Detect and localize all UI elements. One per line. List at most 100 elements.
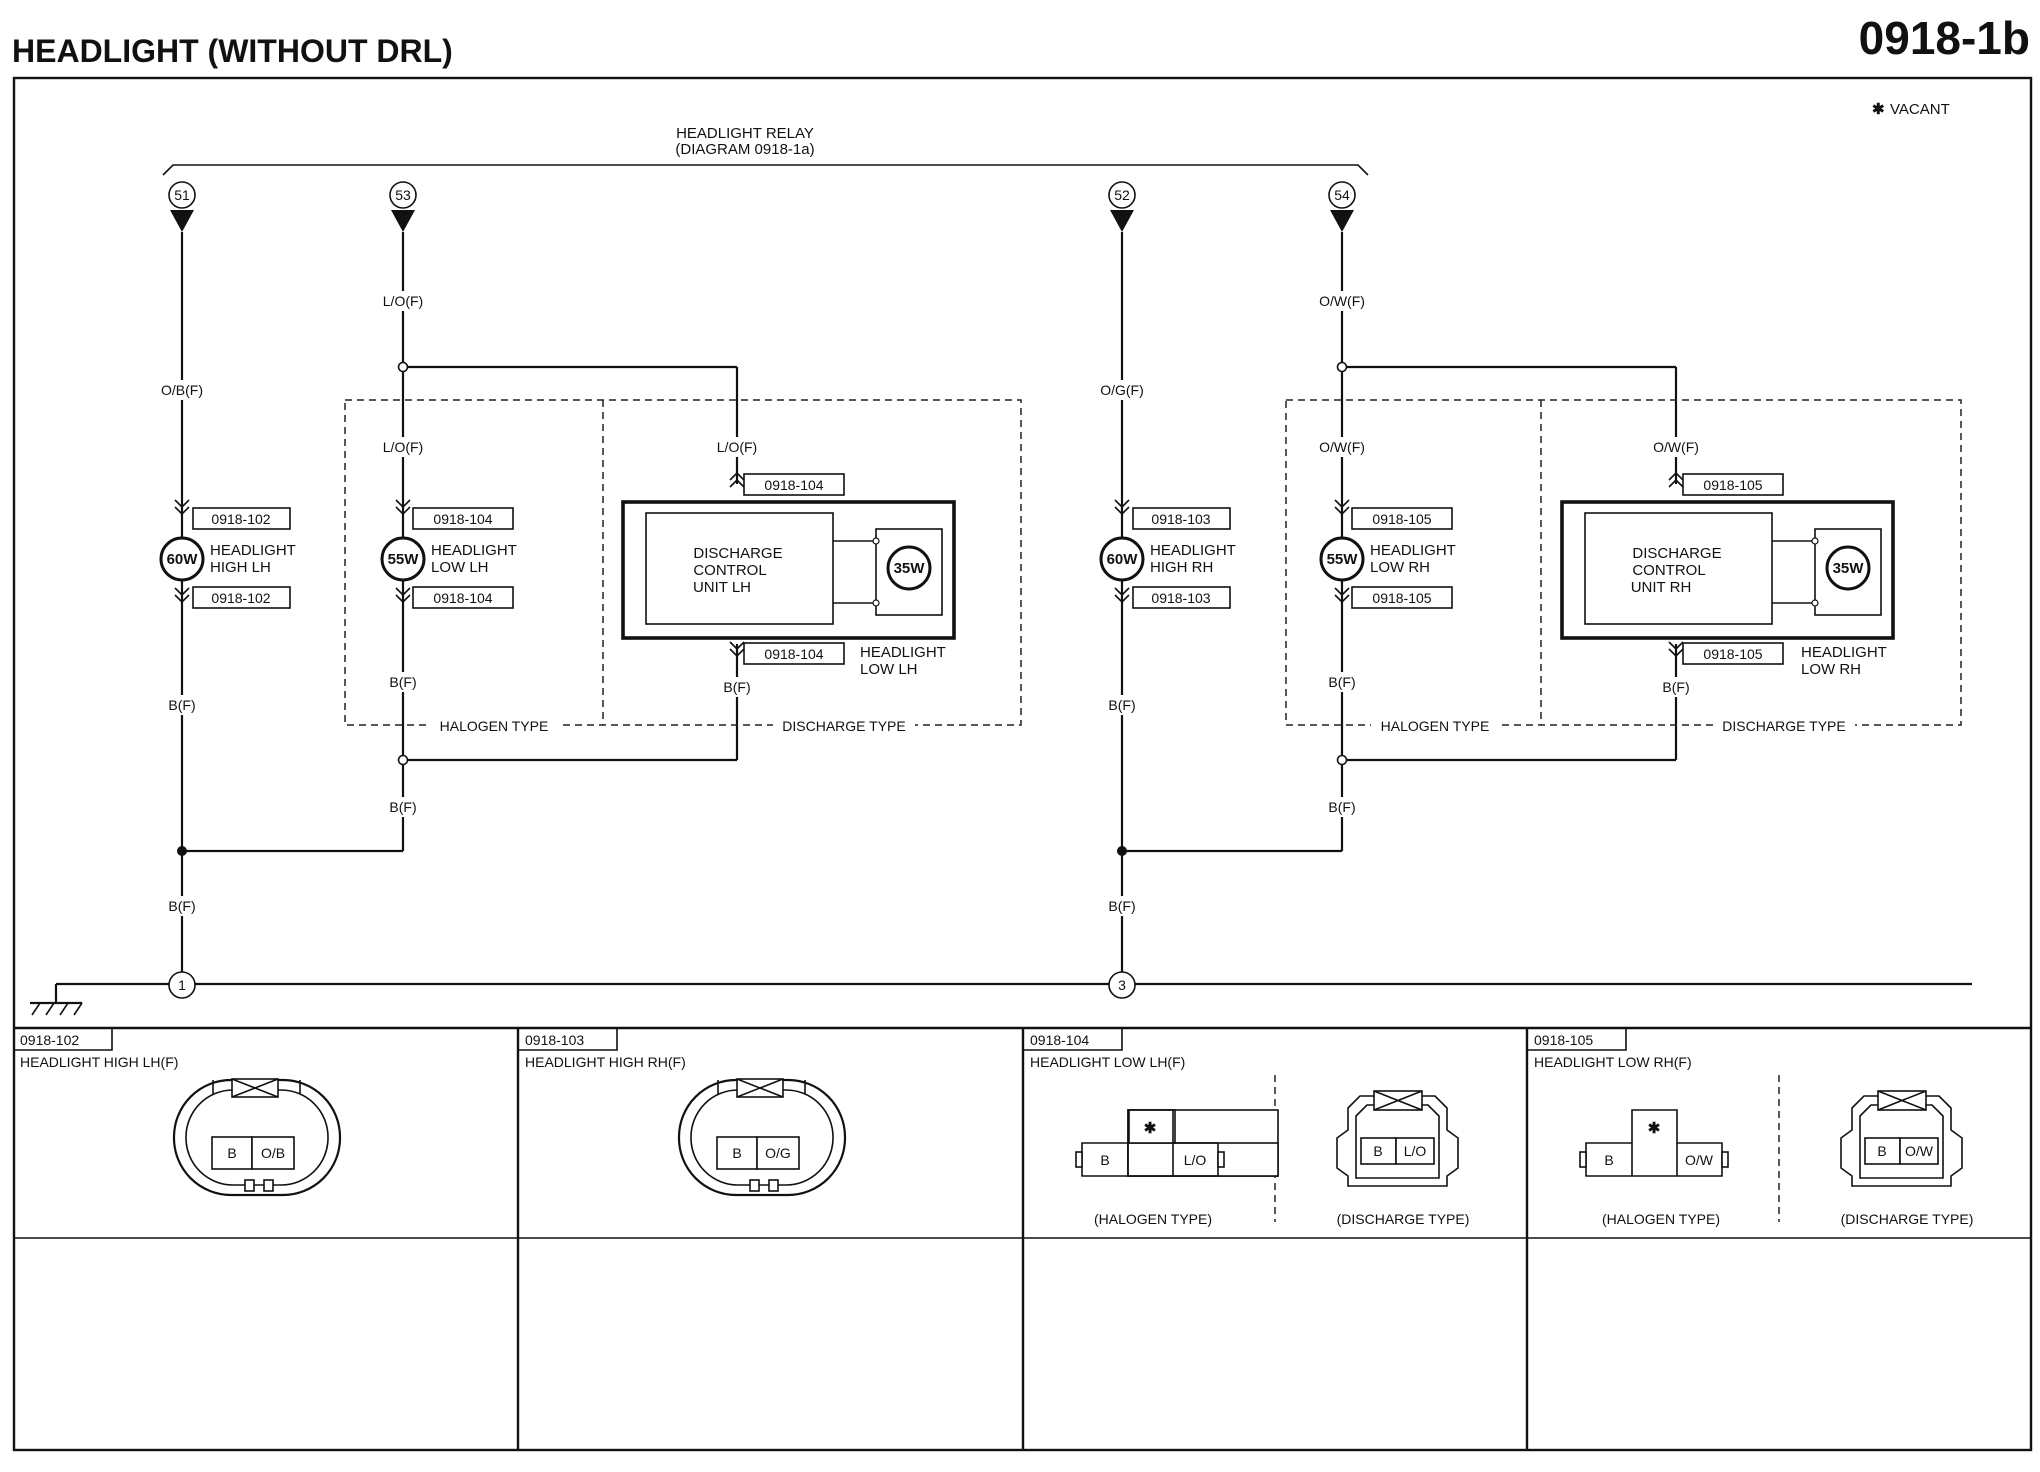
connector-ref: 0918-105 [1703, 477, 1762, 493]
discharge-type-label: DISCHARGE TYPE [1722, 718, 1845, 734]
vacant-legend: VACANT [1890, 101, 1950, 118]
connector-ref: 0918-105 [1372, 511, 1431, 527]
wire-color-label: B(F) [1328, 799, 1355, 815]
svg-text:LOW LH: LOW LH [860, 661, 918, 678]
connector-name: HEADLIGHT HIGH RH(F) [525, 1054, 686, 1070]
terminal-52: 52 [1108, 181, 1136, 232]
svg-text:B: B [732, 1145, 741, 1161]
wire-color-label: B(F) [723, 679, 750, 695]
svg-text:O/W: O/W [1685, 1152, 1714, 1168]
wire-color-label: O/W(F) [1319, 293, 1365, 309]
wire-color-label: B(F) [1108, 697, 1135, 713]
junction-rh-ground [1117, 846, 1127, 856]
halogen-type-label: HALOGEN TYPE [440, 718, 549, 734]
wire-color-label: O/B(F) [161, 382, 203, 398]
svg-text:B: B [1373, 1143, 1382, 1159]
headlight-low-lh-halogen: 55W 0918-104 0918-104 HEADLIGHT LOW LH [380, 499, 517, 609]
svg-text:DISCHARGE: DISCHARGE [693, 545, 782, 562]
wire-color-label: O/W(F) [1653, 439, 1699, 455]
halogen-type-label: HALOGEN TYPE [1381, 718, 1490, 734]
headlight-low-rh-halogen: 55W 0918-105 0918-105 HEADLIGHT LOW RH [1319, 499, 1456, 609]
svg-text:60W: 60W [167, 551, 199, 568]
connector-name: HEADLIGHT HIGH LH(F) [20, 1054, 178, 1070]
svg-text:B: B [1877, 1143, 1886, 1159]
svg-text:3: 3 [1118, 977, 1126, 993]
splice-lh-ground [397, 754, 409, 766]
junction-lh-ground [177, 846, 187, 856]
svg-text:O/W: O/W [1905, 1143, 1934, 1159]
wire-color-label: L/O(F) [383, 439, 423, 455]
svg-text:HEADLIGHT: HEADLIGHT [860, 644, 946, 661]
wire-labels: O/B(F) L/O(F) L/O(F) L/O(F) B(F) B(F) B(… [150, 291, 1708, 916]
wire-color-label: B(F) [1328, 674, 1355, 690]
wire-color-label: L/O(F) [717, 439, 757, 455]
discharge-caption: (DISCHARGE TYPE) [1841, 1211, 1974, 1227]
svg-text:L/O: L/O [1404, 1143, 1427, 1159]
relay-ref: (DIAGRAM 0918-1a) [675, 141, 814, 158]
svg-text:HEADLIGHT: HEADLIGHT [1370, 542, 1456, 559]
splice-lh-power [397, 361, 409, 373]
discharge-control-unit-rh: 0918-105 DISCHARGE CONTROL UNIT RH 35W 0… [1560, 471, 1895, 678]
connector-ref: 0918-103 [1151, 511, 1210, 527]
page-code: 0918-1b [1859, 12, 2030, 64]
svg-text:60W: 60W [1107, 551, 1139, 568]
discharge-type-label: DISCHARGE TYPE [782, 718, 905, 734]
svg-text:55W: 55W [388, 551, 420, 568]
headlight-high-rh: 60W 0918-103 0918-103 HEADLIGHT HIGH RH [1099, 499, 1236, 609]
svg-text:B: B [227, 1145, 236, 1161]
svg-text:53: 53 [395, 187, 411, 203]
svg-text:LOW RH: LOW RH [1370, 559, 1430, 576]
vacant-mark: ✱ [1144, 1120, 1157, 1137]
connector-ref: 0918-102 [211, 511, 270, 527]
wire-color-label: B(F) [168, 898, 195, 914]
ground-point-1: 1 [168, 971, 196, 999]
connector-name: HEADLIGHT LOW RH(F) [1534, 1054, 1692, 1070]
wire-color-label: O/W(F) [1319, 439, 1365, 455]
svg-text:1: 1 [178, 977, 186, 993]
connector-cell-0918-103: 0918-103 HEADLIGHT HIGH RH(F) B O/G [518, 1028, 847, 1197]
svg-text:HIGH LH: HIGH LH [210, 559, 271, 576]
svg-text:35W: 35W [1833, 560, 1865, 577]
splice-rh-power [1336, 361, 1348, 373]
svg-text:HEADLIGHT: HEADLIGHT [210, 542, 296, 559]
connector-code: 0918-105 [1534, 1032, 1593, 1048]
ground-point-3: 3 [1108, 971, 1136, 999]
connector-ref: 0918-103 [1151, 590, 1210, 606]
wire-color-label: B(F) [1662, 679, 1689, 695]
connector-ref: 0918-102 [211, 590, 270, 606]
connector-ref: 0918-104 [764, 477, 823, 493]
type-regions: HALOGEN TYPE DISCHARGE TYPE HALOGEN TYPE… [344, 399, 1962, 734]
discharge-control-unit-lh: 0918-104 DISCHARGE CONTROL UNIT LH 35W 0… [621, 471, 956, 678]
terminal-53: 53 [389, 181, 417, 232]
wire-color-label: L/O(F) [383, 293, 423, 309]
connector-ref: 0918-105 [1372, 590, 1431, 606]
connector-name: HEADLIGHT LOW LH(F) [1030, 1054, 1185, 1070]
svg-text:HEADLIGHT: HEADLIGHT [431, 542, 517, 559]
svg-text:35W: 35W [894, 560, 926, 577]
vacant-mark: ✱ [1872, 101, 1885, 118]
svg-text:51: 51 [174, 187, 190, 203]
wire-color-label: B(F) [168, 697, 195, 713]
wire-color-label: O/G(F) [1100, 382, 1144, 398]
terminal-51: 51 [168, 181, 196, 232]
halogen-caption: (HALOGEN TYPE) [1602, 1211, 1720, 1227]
svg-text:UNIT LH: UNIT LH [693, 579, 751, 596]
ground-bus [30, 982, 1972, 1016]
svg-text:DISCHARGE: DISCHARGE [1632, 545, 1721, 562]
connector-ref: 0918-105 [1703, 646, 1762, 662]
connector-table [14, 1026, 2031, 1450]
discharge-caption: (DISCHARGE TYPE) [1337, 1211, 1470, 1227]
svg-text:O/G: O/G [765, 1145, 791, 1161]
connector-cell-0918-104: 0918-104 HEADLIGHT LOW LH(F) ✱ B L/O (HA… [1023, 1028, 1469, 1227]
connector-code: 0918-102 [20, 1032, 79, 1048]
connector-ref: 0918-104 [433, 590, 492, 606]
svg-text:52: 52 [1114, 187, 1130, 203]
splice-rh-ground [1336, 754, 1348, 766]
svg-text:CONTROL: CONTROL [1632, 562, 1705, 579]
svg-text:CONTROL: CONTROL [693, 562, 766, 579]
page-title: HEADLIGHT (WITHOUT DRL) [12, 33, 453, 69]
svg-text:LOW RH: LOW RH [1801, 661, 1861, 678]
vacant-mark: ✱ [1648, 1120, 1661, 1137]
svg-text:55W: 55W [1327, 551, 1359, 568]
svg-text:LOW LH: LOW LH [431, 559, 489, 576]
